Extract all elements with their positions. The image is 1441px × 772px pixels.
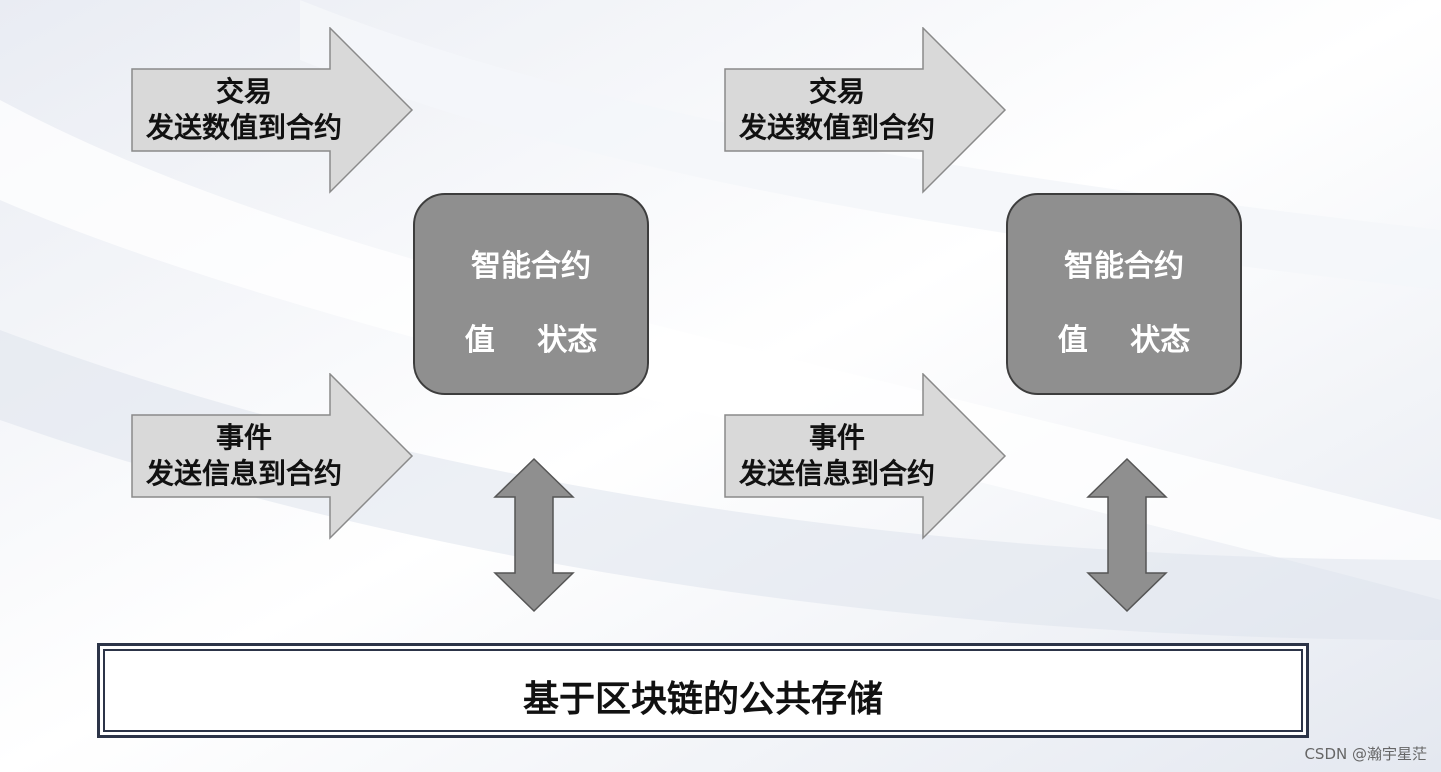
- contract-value: 值: [1057, 323, 1088, 358]
- watermark: CSDN @瀚宇星茫: [1304, 745, 1427, 763]
- arrow-shape: [724, 373, 1007, 540]
- contract-title: 智能合约: [1064, 249, 1184, 284]
- arrow-label-line2: 发送信息到合约: [145, 457, 342, 490]
- contract-state: 状态: [1130, 323, 1191, 358]
- public-storage-box: 基于区块链的公共存储: [97, 643, 1309, 738]
- right-transaction-arrow: 交易 发送数值到合约: [724, 27, 1008, 195]
- arrow-label: 交易 发送数值到合约: [724, 74, 950, 146]
- contract-fields: 值 状态: [1008, 315, 1240, 359]
- arrow-shape: [724, 27, 1007, 194]
- contract-value: 值: [464, 323, 495, 358]
- contract-title: 智能合约: [471, 249, 591, 284]
- left-event-arrow: 事件 发送信息到合约: [131, 373, 415, 541]
- right-double-arrow: [1086, 457, 1168, 613]
- arrow-label-line2: 发送数值到合约: [145, 111, 342, 144]
- right-event-arrow: 事件 发送信息到合约: [724, 373, 1008, 541]
- arrow-label-line1: 交易: [215, 75, 272, 108]
- left-double-arrow: [493, 457, 575, 613]
- arrow-label-line1: 交易: [808, 75, 865, 108]
- arrow-label-line2: 发送信息到合约: [738, 457, 935, 490]
- contract-fields: 值 状态: [415, 315, 647, 359]
- left-transaction-arrow: 交易 发送数值到合约: [131, 27, 415, 195]
- arrow-shape: [131, 27, 414, 194]
- arrow-label: 交易 发送数值到合约: [131, 74, 357, 146]
- arrow-label: 事件 发送信息到合约: [131, 420, 357, 492]
- left-smart-contract-box: 智能合约 值 状态: [413, 193, 649, 395]
- arrow-label-line1: 事件: [215, 421, 272, 454]
- arrow-label-line1: 事件: [808, 421, 865, 454]
- storage-label: 基于区块链的公共存储: [522, 679, 883, 720]
- arrow-label: 事件 发送信息到合约: [724, 420, 950, 492]
- arrow-label-line2: 发送数值到合约: [738, 111, 935, 144]
- contract-state: 状态: [537, 323, 598, 358]
- right-smart-contract-box: 智能合约 值 状态: [1006, 193, 1242, 395]
- arrow-shape: [131, 373, 414, 540]
